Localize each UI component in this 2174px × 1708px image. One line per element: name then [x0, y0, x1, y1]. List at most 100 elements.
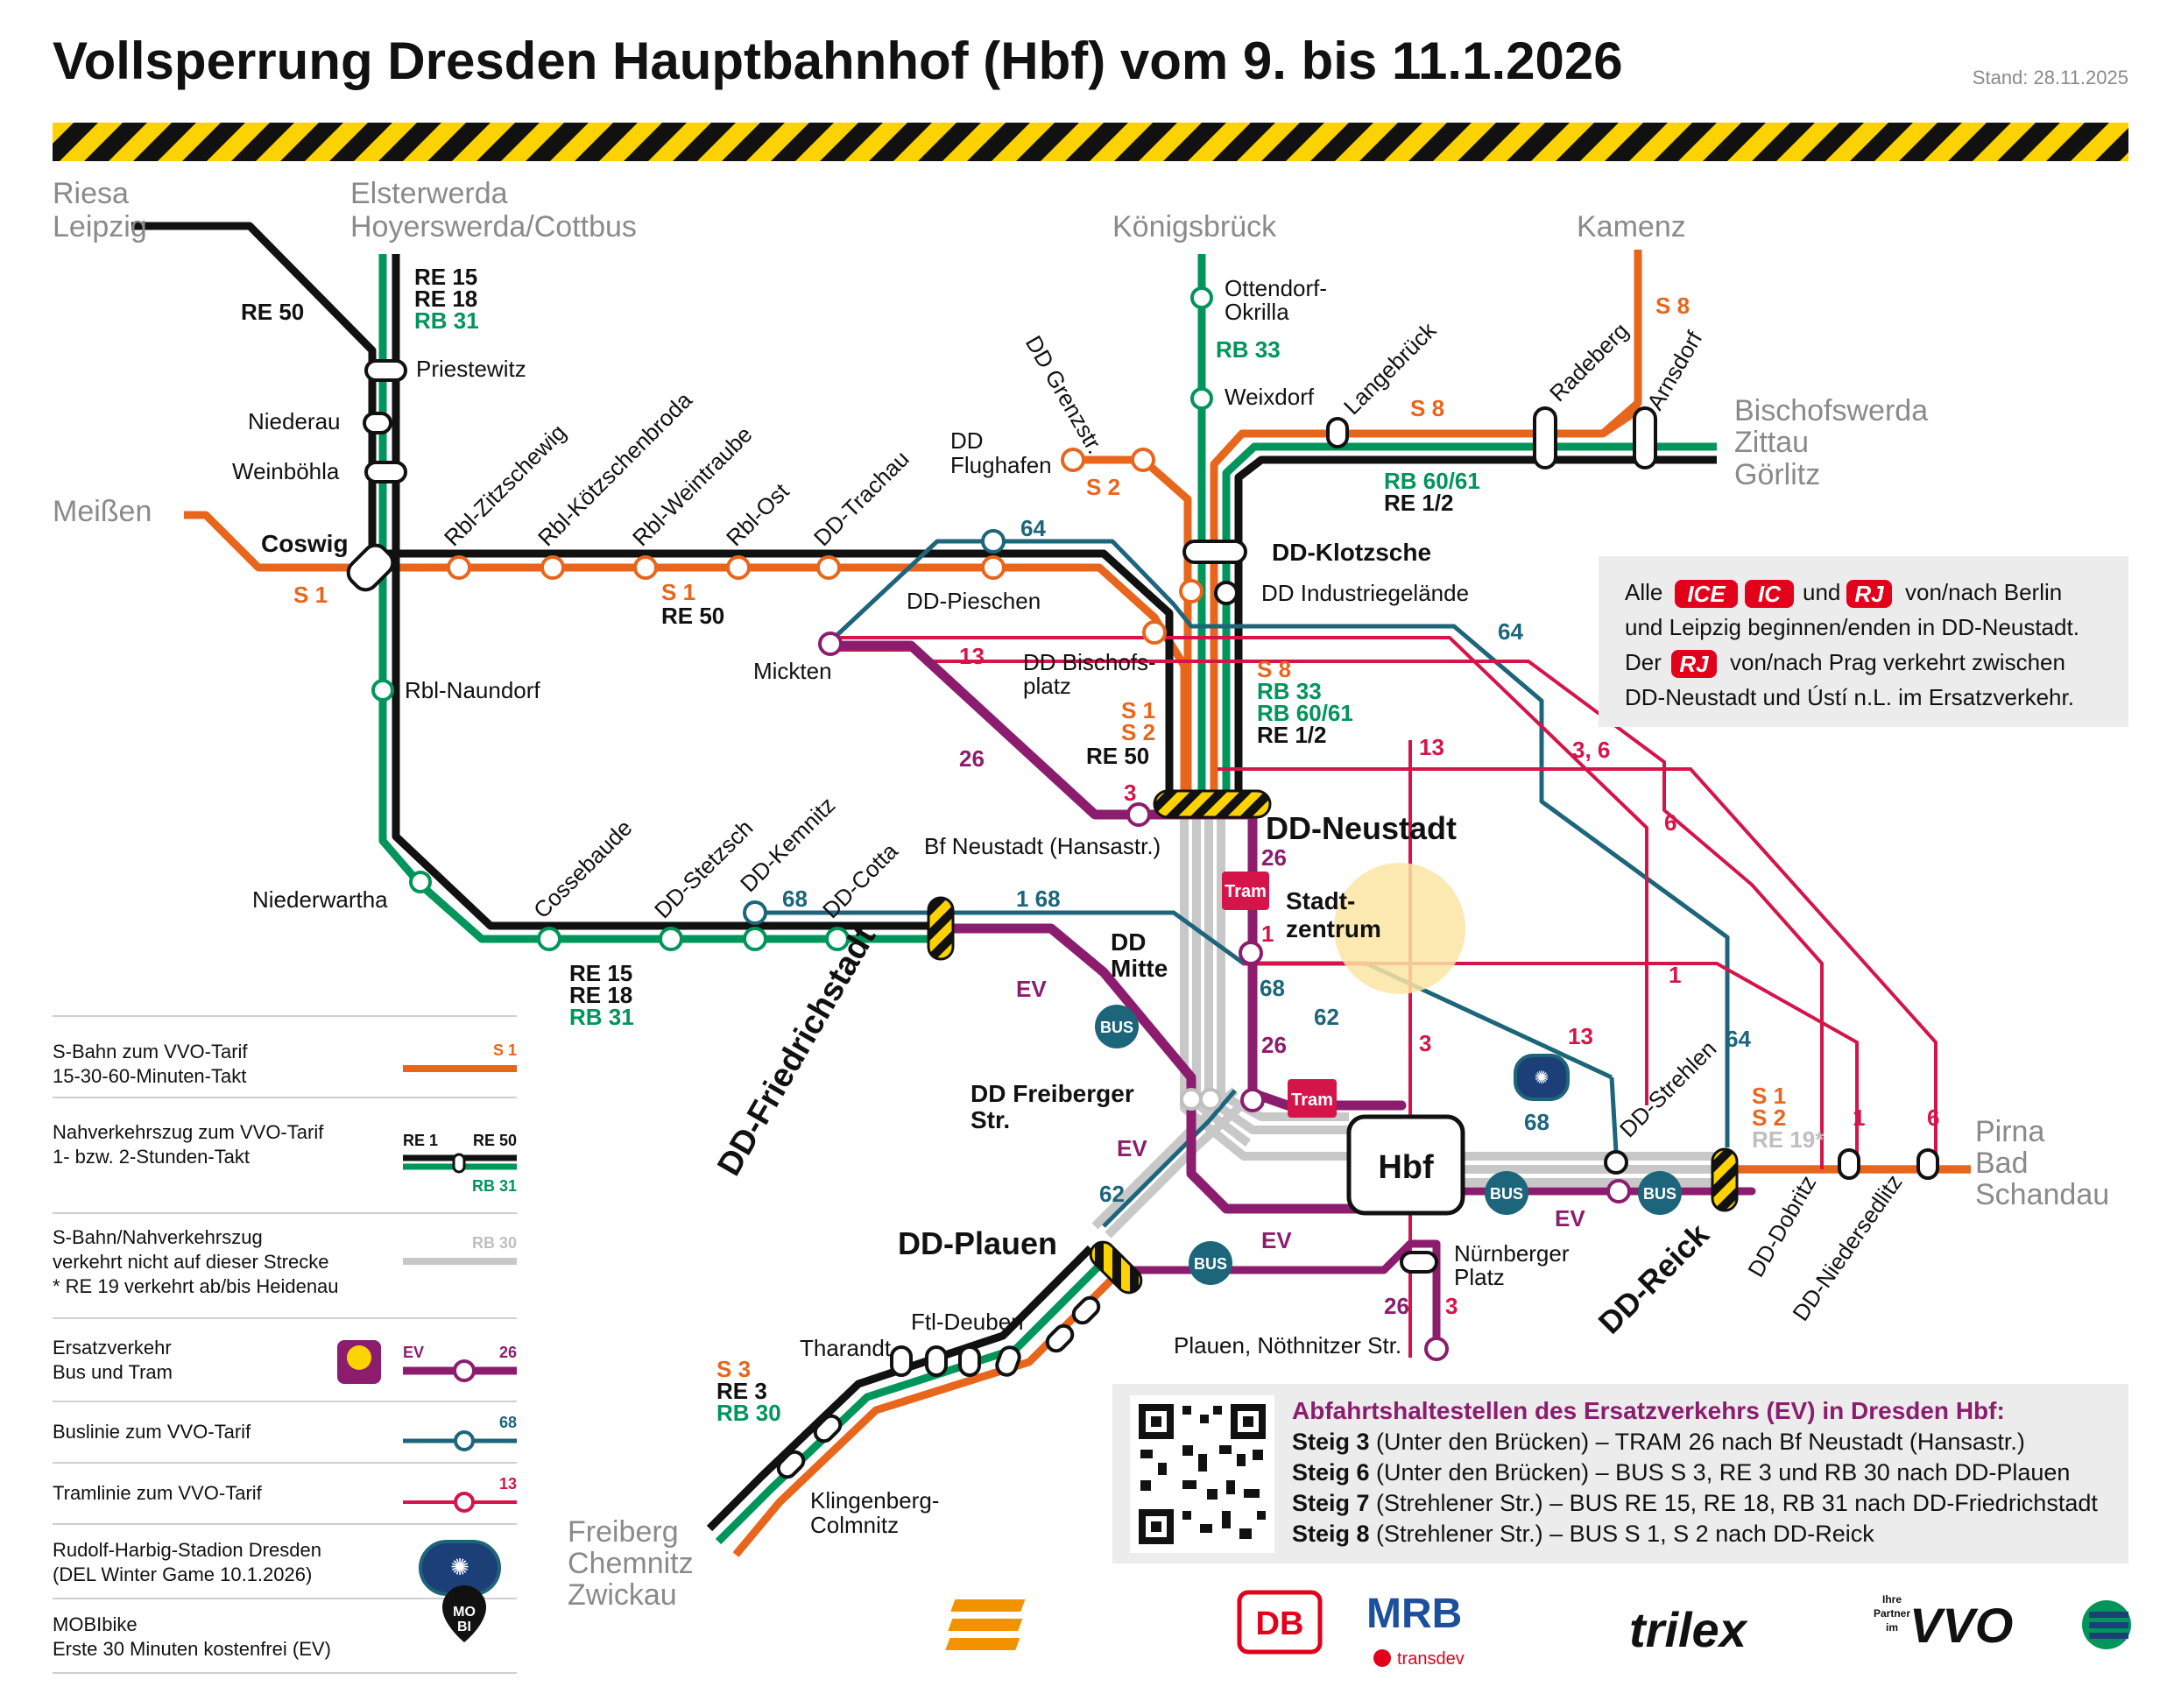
svg-text:BUS: BUS: [1490, 1185, 1523, 1203]
svg-text:RE 1: RE 1: [403, 1132, 438, 1149]
svg-text:Arnsdorf: Arnsdorf: [1641, 326, 1707, 414]
svg-text:S 8: S 8: [1410, 395, 1444, 421]
svg-text:Rbl-Kötzschenbroda: Rbl-Kötzschenbroda: [533, 386, 697, 551]
svg-text:ICE: ICE: [1687, 581, 1726, 607]
svg-text:1: 1: [1853, 1105, 1865, 1131]
svg-text:Flughafen: Flughafen: [950, 452, 1052, 478]
svg-text:platz: platz: [1023, 673, 1071, 699]
svg-text:Tram: Tram: [1291, 1090, 1333, 1110]
svg-text:Der: Der: [1625, 649, 1662, 675]
svg-text:RB 31: RB 31: [472, 1177, 517, 1195]
trilex-icon: [945, 1599, 1026, 1650]
svg-text:68: 68: [782, 886, 808, 912]
svg-text:15-30-60-Minuten-Takt: 15-30-60-Minuten-Takt: [53, 1065, 246, 1087]
svg-text:1 68: 1 68: [1016, 886, 1061, 912]
svg-text:Stadt-: Stadt-: [1286, 887, 1355, 914]
svg-text:13: 13: [959, 643, 985, 669]
svg-text:6: 6: [1927, 1105, 1939, 1131]
svg-text:Nürnberger: Nürnberger: [1454, 1240, 1570, 1267]
svg-text:Str.: Str.: [971, 1106, 1010, 1133]
svg-text:DD-Dobritz: DD-Dobritz: [1742, 1171, 1821, 1281]
svg-text:Bus und Tram: Bus und Tram: [53, 1361, 173, 1383]
svg-text:13: 13: [1419, 734, 1444, 760]
svg-text:Ftl-Deuben: Ftl-Deuben: [911, 1309, 1024, 1335]
svg-text:RJ: RJ: [1854, 581, 1884, 607]
hbf-box: [1346, 1114, 1465, 1216]
svg-text:26: 26: [959, 745, 985, 772]
svg-text:Niederwartha: Niederwartha: [252, 886, 388, 913]
svg-text:Meißen: Meißen: [53, 495, 152, 528]
svg-text:62: 62: [1099, 1181, 1125, 1207]
legend: S-Bahn zum VVO-Tarif 15-30-60-Minuten-Ta…: [53, 1015, 517, 1674]
svg-text:zentrum: zentrum: [1286, 915, 1381, 942]
vvo-logo: VVO: [1909, 1598, 2013, 1653]
svg-text:S 8: S 8: [1257, 656, 1291, 682]
svg-text:Buslinie zum VVO-Tarif: Buslinie zum VVO-Tarif: [53, 1421, 251, 1443]
svg-text:RE 1/2: RE 1/2: [1384, 490, 1454, 516]
svg-text:RE 1/2: RE 1/2: [1257, 722, 1327, 748]
svg-text:26: 26: [499, 1344, 517, 1361]
svg-text:Görlitz: Görlitz: [1734, 458, 1820, 491]
svg-text:Rbl-Naundorf: Rbl-Naundorf: [405, 677, 540, 703]
svg-text:Rudolf-Harbig-Stadion Dresden: Rudolf-Harbig-Stadion Dresden: [53, 1539, 321, 1561]
transdev-icon: [1373, 1649, 1391, 1667]
page-title: Vollsperrung Dresden Hauptbahnhof (Hbf) …: [53, 32, 1623, 90]
svg-text:S 2: S 2: [1752, 1105, 1786, 1131]
destination-labels: Riesa Leipzig Elsterwerda Hoyerswerda/Co…: [53, 177, 2109, 1612]
svg-text:Leipzig: Leipzig: [53, 210, 147, 243]
svg-text:Bf Neustadt (Hansastr.): Bf Neustadt (Hansastr.): [924, 833, 1161, 859]
svg-text:RE 50: RE 50: [473, 1132, 517, 1149]
svg-text:3: 3: [1419, 1030, 1431, 1056]
svg-text:Mitte: Mitte: [1111, 955, 1168, 982]
bus-badges: BUS BUS BUS BUS: [1095, 1005, 1682, 1285]
svg-text:RB 60/61: RB 60/61: [1257, 700, 1353, 726]
svg-text:RE 15: RE 15: [569, 960, 632, 986]
svg-text:Königsbrück: Königsbrück: [1112, 210, 1277, 243]
svg-text:Rbl-Ost: Rbl-Ost: [721, 477, 794, 551]
svg-text:Priestewitz: Priestewitz: [416, 356, 526, 382]
svg-text:Pirna: Pirna: [1975, 1115, 2044, 1148]
trilex-logo: trilex: [1629, 1602, 1749, 1657]
svg-text:Erste 30 Minuten kostenfrei (E: Erste 30 Minuten kostenfrei (EV): [53, 1638, 331, 1660]
black-lines: [131, 222, 1717, 1532]
svg-text:DD Grenzstr.: DD Grenzstr.: [1020, 331, 1109, 458]
svg-text:1: 1: [1669, 962, 1681, 988]
svg-text:S 1: S 1: [1752, 1083, 1786, 1109]
svg-text:Tram: Tram: [1225, 882, 1267, 901]
svg-text:RE 50: RE 50: [1086, 743, 1149, 769]
svg-text:68: 68: [1524, 1109, 1549, 1135]
svg-text:BUS: BUS: [1194, 1255, 1227, 1273]
svg-text:Bischofswerda: Bischofswerda: [1734, 394, 1928, 427]
line-labels: RE 50 RE 15 RE 18 RB 31 S 1 S 1 RE 50 RB…: [241, 264, 1939, 1426]
svg-text:RJ: RJ: [1679, 651, 1709, 677]
svg-text:RB 33: RB 33: [1257, 678, 1322, 704]
svg-text:26: 26: [1261, 1032, 1287, 1058]
interchange-markers: [363, 359, 1939, 1479]
svg-text:DD-Stetzsch: DD-Stetzsch: [649, 815, 758, 923]
svg-text:6: 6: [1664, 809, 1676, 836]
svg-text:EV: EV: [1016, 976, 1047, 1002]
svg-text:Cossebaude: Cossebaude: [528, 815, 637, 923]
svg-text:RB 31: RB 31: [414, 307, 479, 334]
svg-text:RE 18: RE 18: [569, 982, 632, 1008]
svg-text:(DEL Winter Game 10.1.2026): (DEL Winter Game 10.1.2026): [53, 1563, 312, 1585]
hazard-stripe: [53, 123, 2128, 161]
svg-text:RB 30: RB 30: [472, 1234, 517, 1252]
svg-text:EV: EV: [1261, 1227, 1292, 1253]
svg-text:RE 50: RE 50: [241, 299, 304, 325]
svg-text:im: im: [1886, 1621, 1898, 1634]
hbf-label: Hbf: [1378, 1149, 1434, 1186]
svg-text:Freiberg: Freiberg: [568, 1515, 679, 1549]
svg-text:MOBIbike: MOBIbike: [53, 1613, 138, 1635]
svg-text:BUS: BUS: [1643, 1185, 1676, 1203]
svg-text:64: 64: [1726, 1026, 1751, 1052]
svg-text:S 8: S 8: [1655, 293, 1690, 319]
svg-text:Hoyerswerda/Cottbus: Hoyerswerda/Cottbus: [350, 210, 637, 243]
svg-text:Weixdorf: Weixdorf: [1225, 384, 1315, 410]
svg-text:Niederau: Niederau: [248, 408, 341, 434]
svg-text:RE 3: RE 3: [716, 1378, 767, 1404]
svg-text:Chemnitz: Chemnitz: [568, 1547, 694, 1580]
tram-badge-north: Tram: [1222, 872, 1269, 910]
svg-text:Klingenberg-: Klingenberg-: [810, 1487, 939, 1514]
svg-text:Radeberg: Radeberg: [1544, 317, 1634, 406]
